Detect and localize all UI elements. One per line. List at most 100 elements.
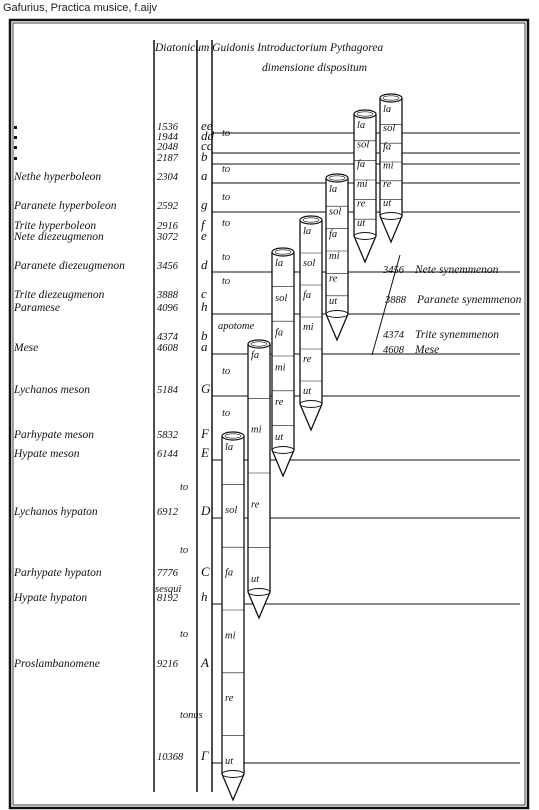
syllable: fa <box>251 350 259 361</box>
syllable: mi <box>251 425 262 436</box>
row-name: Mese <box>13 342 38 354</box>
row-letter: h <box>201 589 208 604</box>
syllable: sol <box>225 505 237 516</box>
syllable: fa <box>383 142 391 153</box>
row-number: 1944 <box>157 132 179 143</box>
column-base <box>325 310 349 318</box>
syllable: re <box>357 198 366 209</box>
row-letter: h <box>201 299 208 314</box>
row-number: 9216 <box>157 659 179 670</box>
syllable: ut <box>251 574 260 585</box>
row-letter: f <box>201 217 207 232</box>
row-dot-marker <box>14 126 17 129</box>
interval-label: apotome <box>218 321 255 332</box>
row-letter: d <box>201 257 208 272</box>
tone-mark: to <box>222 408 230 419</box>
syllable: mi <box>329 251 340 262</box>
synemmenon-number: 3888 <box>384 295 407 306</box>
syllable: ut <box>303 386 312 397</box>
row-name: Parhypate hypaton <box>13 567 102 579</box>
column-base <box>247 588 271 596</box>
row-number: 7776 <box>157 568 179 579</box>
syllable: re <box>225 693 234 704</box>
row-letter: g <box>201 197 208 212</box>
tone-mark: to <box>180 482 188 493</box>
syllable: fa <box>357 159 365 170</box>
column-cap-hatch <box>302 217 320 223</box>
column-cap-hatch <box>250 341 268 347</box>
row-dot-marker <box>14 157 17 160</box>
row-number: 2304 <box>157 172 179 183</box>
syllable: fa <box>225 568 233 579</box>
tone-mark: to <box>222 218 230 229</box>
tone-mark: to <box>222 192 230 203</box>
row-letter: C <box>201 564 210 579</box>
column-cap-hatch <box>328 175 346 181</box>
row-letter: a <box>201 168 208 183</box>
column-base <box>379 212 403 220</box>
row-number: 4608 <box>157 343 179 354</box>
row-letter: D <box>200 503 211 518</box>
caption: Gafurius, Practica musice, f.aijv <box>3 2 158 14</box>
header-line-2: dimensione dispositum <box>262 62 367 74</box>
synemmenon-name: Trite synemmenon <box>415 329 499 341</box>
tone-mark: to <box>222 366 230 377</box>
tone-mark: to <box>180 629 188 640</box>
row-letter: Γ <box>200 748 209 763</box>
row-number: 3072 <box>156 232 179 243</box>
syllable: la <box>275 258 283 269</box>
syllable: sol <box>275 293 287 304</box>
row-letter: cc <box>201 138 213 153</box>
row-letter: b <box>201 328 208 343</box>
row-name: Lychanos hypaton <box>13 506 98 518</box>
columns-layer: ut re mi fa sol la ut re mi fa ut re mi fa sol la ut re mi… <box>221 93 403 802</box>
syllable: fa <box>275 328 283 339</box>
row-name: Lychanos meson <box>13 384 90 396</box>
syllable: ut <box>225 756 234 767</box>
syllable: ut <box>329 296 338 307</box>
row-letter: A <box>200 655 209 670</box>
interval-label: tonus <box>180 710 203 721</box>
syllable: ut <box>383 198 392 209</box>
synemmenon-number: 4374 <box>383 330 405 341</box>
syllable: re <box>303 354 312 365</box>
syllable: la <box>383 104 391 115</box>
tone-mark: to <box>222 252 230 263</box>
syllable: sol <box>383 123 395 134</box>
row-name: Proslambanomene <box>13 658 100 670</box>
row-letter: E <box>200 445 209 460</box>
syllable: la <box>225 442 233 453</box>
syllable: mi <box>225 630 236 641</box>
column-tube <box>247 344 271 620</box>
tone-mark: to <box>222 164 230 175</box>
row-number: 1536 <box>157 122 179 133</box>
row-number: 5832 <box>157 430 179 441</box>
row-letter: G <box>201 381 211 396</box>
row-number: 2048 <box>157 142 179 153</box>
row-name: Paranete diezeugmenon <box>13 260 125 272</box>
row-number: 10368 <box>157 752 184 763</box>
row-name: Parhypate meson <box>13 429 94 441</box>
row-letter: e <box>201 228 207 243</box>
interval-label: sesqui <box>155 584 181 595</box>
column-cap-hatch <box>382 95 400 101</box>
outer-frame <box>8 18 530 810</box>
row-name: Paranete hyperboleon <box>13 200 117 212</box>
row-dot-marker <box>14 136 17 139</box>
syllable: re <box>329 274 338 285</box>
column-base <box>271 446 295 454</box>
syllable: mi <box>357 179 368 190</box>
row-number: 4374 <box>157 332 179 343</box>
row-number: 2187 <box>157 153 179 164</box>
syllable: fa <box>303 290 311 301</box>
row-number: 5184 <box>157 385 179 396</box>
synemmenon-name: Paranete synemmenon <box>416 294 522 306</box>
row-letter: a <box>201 339 208 354</box>
column-tube <box>379 98 403 244</box>
synemmenon-name: Nete synemmenon <box>414 264 499 276</box>
tone-mark: to <box>222 276 230 287</box>
column-tube <box>271 252 295 478</box>
